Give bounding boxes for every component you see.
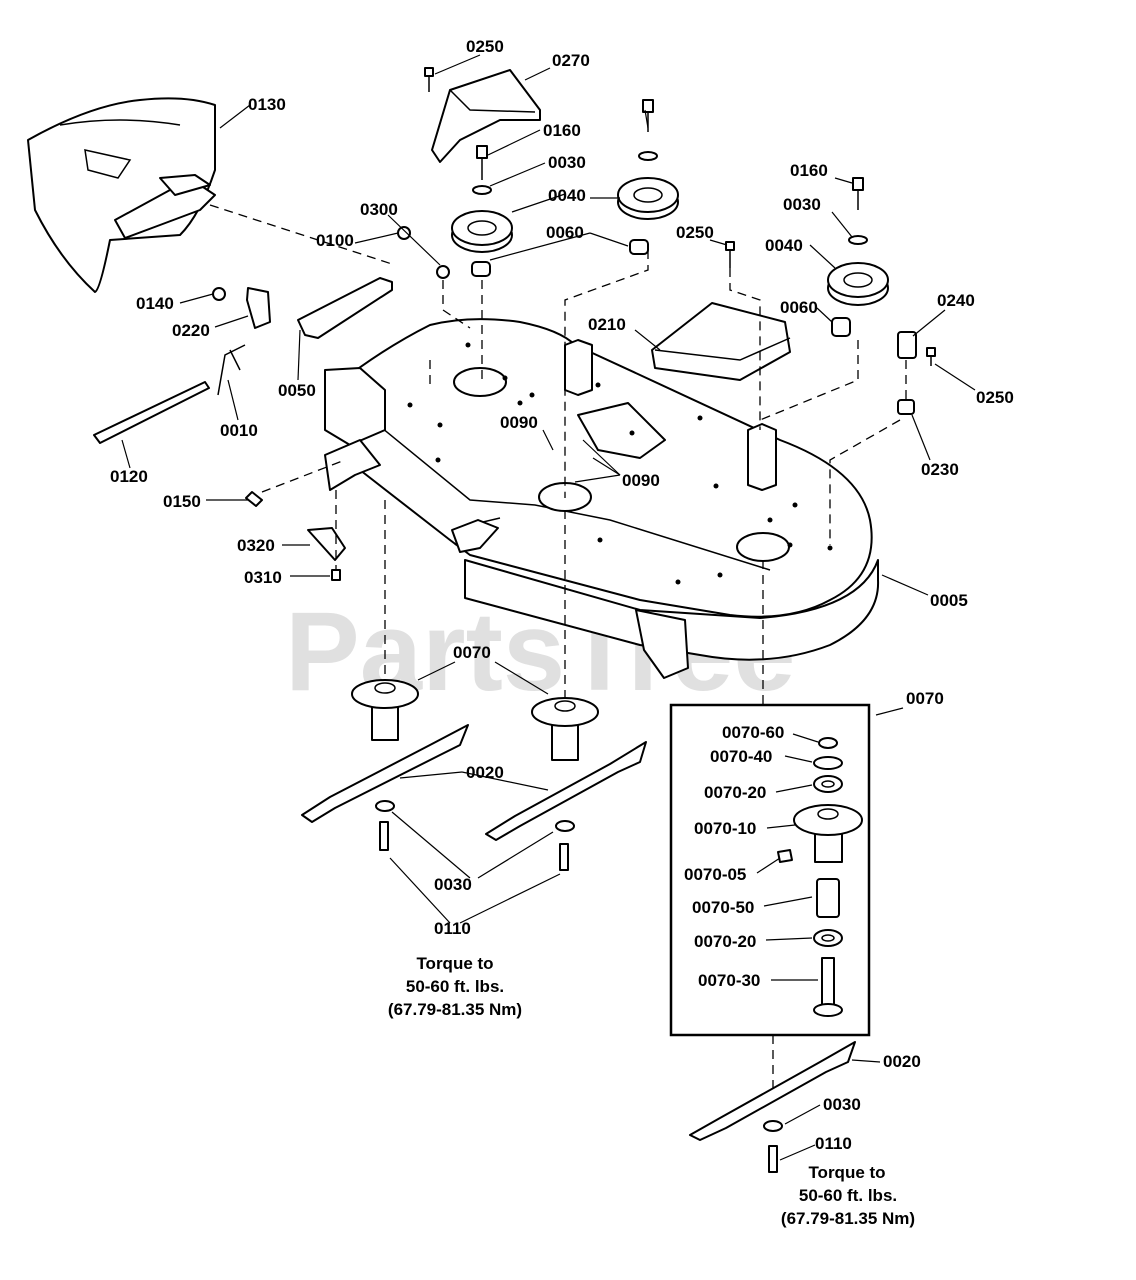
- label-0030-b: 0030: [783, 195, 821, 214]
- label-0120: 0120: [110, 467, 148, 486]
- label-0090-b: 0090: [622, 471, 660, 490]
- label-0050: 0050: [278, 381, 316, 400]
- torque-right-line-2: 50-60 ft. lbs.: [799, 1186, 897, 1205]
- inset-label-0070-20a: 0070-20: [704, 783, 766, 802]
- inset-label-0070-60: 0070-60: [722, 723, 784, 742]
- label-0090-a: 0090: [500, 413, 538, 432]
- torque-left-line-3: (67.79-81.35 Nm): [388, 1000, 522, 1019]
- blade-hardware: [375, 800, 575, 871]
- label-0250-mid: 0250: [676, 223, 714, 242]
- blade-left: [301, 724, 469, 823]
- blade-lower-right: [689, 1041, 856, 1173]
- label-0060-a: 0060: [546, 223, 584, 242]
- torque-note-left: Torque to 50-60 ft. lbs. (67.79-81.35 Nm…: [388, 954, 522, 1019]
- label-0250-top: 0250: [466, 37, 504, 56]
- label-0300: 0300: [360, 200, 398, 219]
- label-0040-a: 0040: [548, 186, 586, 205]
- label-0040-b: 0040: [765, 236, 803, 255]
- label-0070-right: 0070: [906, 689, 944, 708]
- deck-holes: [407, 342, 833, 585]
- label-0270: 0270: [552, 51, 590, 70]
- label-0020-right: 0020: [883, 1052, 921, 1071]
- label-0140: 0140: [136, 294, 174, 313]
- torque-note-right: Torque to 50-60 ft. lbs. (67.79-81.35 Nm…: [781, 1163, 915, 1228]
- label-0100: 0100: [316, 231, 354, 250]
- spindle-middle: [531, 697, 599, 761]
- label-0010: 0010: [220, 421, 258, 440]
- torque-right-line-1: Torque to: [808, 1163, 885, 1182]
- belt-cover-0270: [431, 69, 541, 163]
- leader-lines: [121, 54, 976, 1161]
- deck-housing: [324, 318, 880, 679]
- label-0070-left: 0070: [453, 643, 491, 662]
- label-0240: 0240: [937, 291, 975, 310]
- label-0110-right: 0110: [815, 1134, 852, 1153]
- label-0020-left: 0020: [466, 763, 504, 782]
- label-0220: 0220: [172, 321, 210, 340]
- torque-left-line-2: 50-60 ft. lbs.: [406, 977, 504, 996]
- label-0110-left: 0110: [434, 919, 471, 938]
- label-0150: 0150: [163, 492, 201, 511]
- label-0320: 0320: [237, 536, 275, 555]
- inset-label-0070-50: 0070-50: [692, 898, 754, 917]
- label-0250-right: 0250: [976, 388, 1014, 407]
- inset-label-0070-30: 0070-30: [698, 971, 760, 990]
- discharge-chute: [27, 97, 216, 293]
- inset-label-0070-05: 0070-05: [684, 865, 746, 884]
- label-0060-b: 0060: [780, 298, 818, 317]
- label-0210: 0210: [588, 315, 626, 334]
- inset-label-0070-10: 0070-10: [694, 819, 756, 838]
- label-0005: 0005: [930, 591, 968, 610]
- part-labels: 0250 0270 0130 0160 0030 0040 0060 0300 …: [110, 37, 1014, 1153]
- idler-spacers: [471, 239, 917, 415]
- inset-label-0070-40: 0070-40: [710, 747, 772, 766]
- label-0030-a: 0030: [548, 153, 586, 172]
- label-0030-right: 0030: [823, 1095, 861, 1114]
- pulley-middle: [617, 177, 679, 220]
- spindle-inset: [669, 703, 871, 1037]
- spindle-left: [351, 679, 419, 741]
- torque-right-line-3: (67.79-81.35 Nm): [781, 1209, 915, 1228]
- label-0160-b: 0160: [790, 161, 828, 180]
- inset-label-0070-20b: 0070-20: [694, 932, 756, 951]
- assembly-lines: [209, 204, 907, 1095]
- inset-labels: 0070-60 0070-40 0070-20 0070-10 0070-05 …: [684, 723, 784, 990]
- cover-0210: [651, 302, 791, 381]
- pulley-left: [451, 210, 513, 253]
- label-0130: 0130: [248, 95, 286, 114]
- bolts-washers: [212, 67, 936, 366]
- label-0310: 0310: [244, 568, 282, 587]
- blade-middle: [485, 741, 647, 841]
- torque-left-line-1: Torque to: [416, 954, 493, 973]
- label-0160-a: 0160: [543, 121, 581, 140]
- pulley-right: [827, 262, 889, 306]
- label-0230: 0230: [921, 460, 959, 479]
- label-0030-left: 0030: [434, 875, 472, 894]
